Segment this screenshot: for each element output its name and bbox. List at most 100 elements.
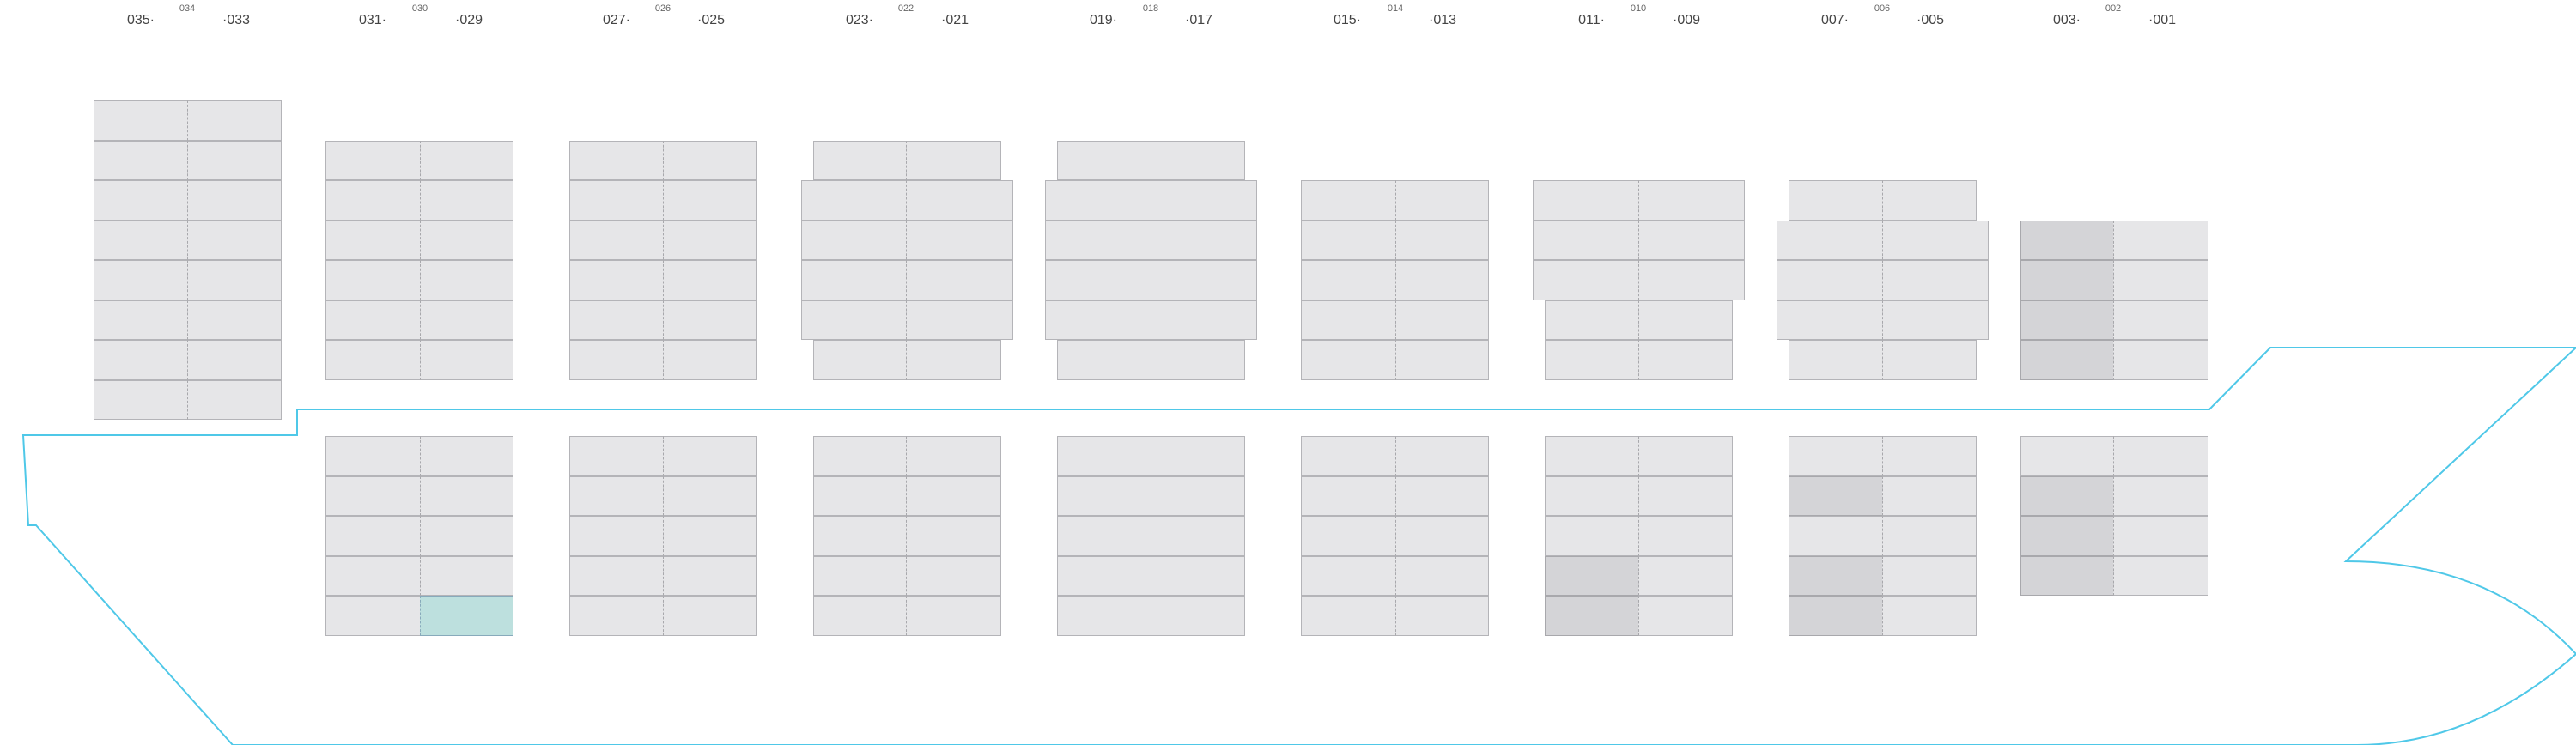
deck-slot-cell[interactable] [94,220,187,260]
deck-slot-cell[interactable] [1045,220,1151,260]
deck-slot-cell[interactable] [325,340,420,380]
hold-slot-cell[interactable] [1545,475,1638,516]
deck-slot-cell[interactable] [187,180,282,221]
hold-slot-cell[interactable] [569,555,663,596]
deck-slot-cell[interactable] [1395,220,1489,260]
hold-slot-cell[interactable] [2113,555,2208,596]
deck-slot-cell[interactable] [569,260,663,300]
deck-slot-cell[interactable] [1545,300,1638,340]
hold-slot-cell[interactable] [420,436,513,476]
deck-slot-cell[interactable] [1638,340,1733,380]
hold-slot-cell[interactable] [1882,516,1977,556]
deck-slot-cell[interactable] [187,220,282,260]
deck-slot-cell[interactable] [906,180,1013,221]
deck-slot-cell[interactable] [906,140,1001,180]
hold-slot-cell[interactable] [1057,475,1151,516]
hold-slot-cell[interactable] [1789,596,1882,636]
hold-slot-cell[interactable] [325,555,420,596]
deck-slot-cell[interactable] [94,260,187,300]
hold-slot-cell[interactable] [1151,436,1245,476]
hold-slot-cell[interactable] [1057,596,1151,636]
deck-slot-cell[interactable] [325,260,420,300]
deck-slot-cell[interactable] [1301,260,1395,300]
deck-slot-cell[interactable] [813,340,906,380]
deck-slot-cell[interactable] [1882,220,1989,260]
deck-slot-cell[interactable] [1882,180,1977,221]
hold-slot-cell[interactable] [1151,516,1245,556]
deck-slot-cell[interactable] [187,140,282,180]
hold-slot-cell[interactable] [1301,596,1395,636]
deck-slot-cell[interactable] [420,340,513,380]
deck-slot-cell[interactable] [187,340,282,380]
hold-slot-cell[interactable] [1789,436,1882,476]
deck-slot-cell[interactable] [569,340,663,380]
deck-slot-cell[interactable] [1882,300,1989,340]
deck-slot-cell[interactable] [2113,220,2208,260]
deck-slot-cell[interactable] [906,220,1013,260]
deck-slot-cell[interactable] [569,300,663,340]
deck-slot-cell[interactable] [1045,180,1151,221]
deck-slot-cell[interactable] [420,180,513,221]
deck-slot-cell[interactable] [187,260,282,300]
hold-slot-cell[interactable] [2020,436,2113,476]
hold-slot-cell[interactable] [1545,516,1638,556]
deck-slot-cell[interactable] [1882,260,1989,300]
deck-slot-cell[interactable] [813,140,906,180]
hold-slot-cell[interactable] [906,436,1001,476]
hold-slot-cell[interactable] [325,475,420,516]
deck-slot-cell[interactable] [1789,180,1882,221]
hold-slot-cell[interactable] [2020,516,2113,556]
hold-slot-cell[interactable] [906,475,1001,516]
deck-slot-cell[interactable] [1533,180,1638,221]
hold-slot-cell[interactable] [1151,555,1245,596]
hold-slot-cell[interactable] [813,555,906,596]
deck-slot-cell[interactable] [325,140,420,180]
hold-slot-cell[interactable] [569,475,663,516]
hold-slot-cell[interactable] [420,475,513,516]
hold-slot-cell[interactable] [1151,475,1245,516]
hold-slot-cell[interactable] [663,596,757,636]
hold-slot-cell[interactable] [1789,516,1882,556]
deck-slot-cell[interactable] [663,260,757,300]
hold-slot-cell[interactable] [813,596,906,636]
hold-slot-cell[interactable] [1789,475,1882,516]
hold-slot-cell[interactable] [569,596,663,636]
deck-slot-cell[interactable] [94,379,187,420]
hold-slot-cell[interactable] [325,516,420,556]
deck-slot-cell[interactable] [2020,260,2113,300]
deck-slot-cell[interactable] [420,140,513,180]
deck-slot-cell[interactable] [2020,340,2113,380]
deck-slot-cell[interactable] [420,300,513,340]
hold-slot-cell[interactable] [1395,516,1489,556]
deck-slot-cell[interactable] [187,379,282,420]
hold-slot-cell[interactable] [1545,596,1638,636]
hold-slot-cell[interactable] [906,516,1001,556]
hold-slot-cell[interactable] [1057,555,1151,596]
deck-slot-cell[interactable] [1057,340,1151,380]
deck-slot-cell[interactable] [1057,140,1151,180]
deck-slot-cell[interactable] [94,340,187,380]
hold-slot-cell[interactable] [1638,596,1733,636]
deck-slot-cell[interactable] [569,220,663,260]
deck-slot-cell[interactable] [569,180,663,221]
deck-slot-cell[interactable] [1151,260,1257,300]
deck-slot-cell[interactable] [1533,220,1638,260]
deck-slot-cell[interactable] [2113,300,2208,340]
hold-slot-cell[interactable] [1395,555,1489,596]
hold-slot-cell[interactable] [1395,596,1489,636]
deck-slot-cell[interactable] [1777,260,1882,300]
hold-slot-cell[interactable] [1882,596,1977,636]
hold-slot-cell[interactable] [663,516,757,556]
deck-slot-cell[interactable] [1301,340,1395,380]
hold-slot-cell[interactable] [1057,516,1151,556]
hold-slot-cell[interactable] [813,516,906,556]
hold-slot-cell[interactable] [1882,555,1977,596]
deck-slot-cell[interactable] [187,300,282,340]
hold-slot-cell[interactable] [2020,555,2113,596]
deck-slot-cell[interactable] [906,300,1013,340]
deck-slot-cell[interactable] [906,260,1013,300]
deck-slot-cell[interactable] [1777,220,1882,260]
deck-slot-cell[interactable] [1151,340,1245,380]
deck-slot-cell[interactable] [1151,140,1245,180]
deck-slot-cell[interactable] [801,220,906,260]
